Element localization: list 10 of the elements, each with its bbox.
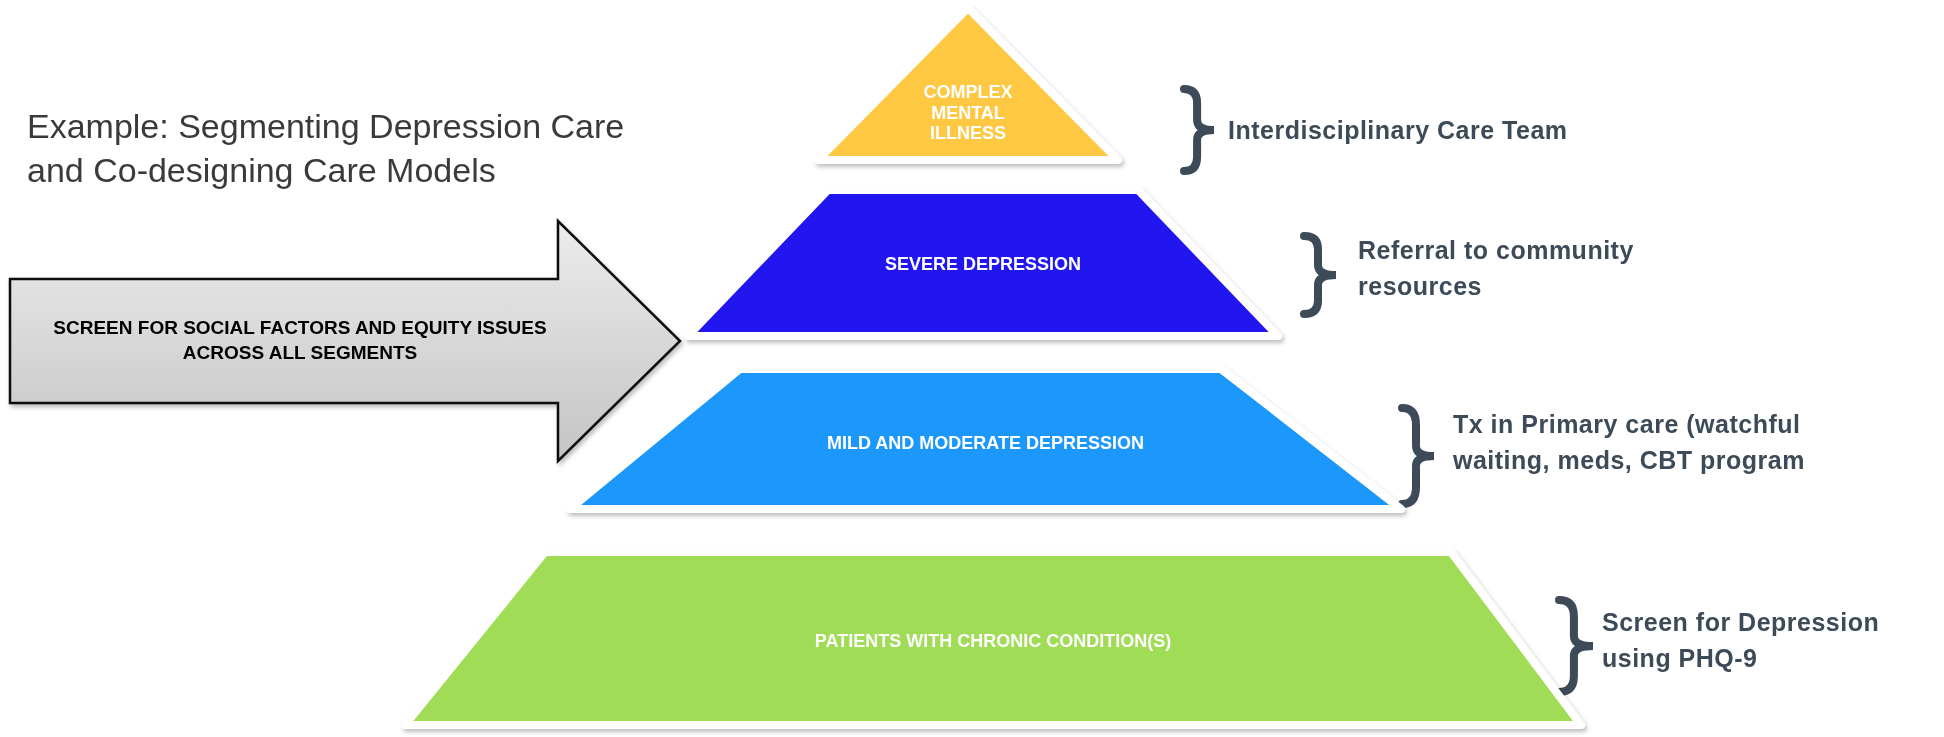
arrow-label: SCREEN FOR SOCIAL FACTORS AND EQUITY ISSUES ACROSS ALL SEGMENTS — [52, 316, 548, 365]
level-label: COMPLEX MENTAL ILLNESS — [922, 81, 1014, 145]
annotation-text: Tx in Primary care (watchful waiting, meds, CBT program — [1453, 409, 1806, 477]
annotation-text: Interdisciplinary Care Team — [1228, 115, 1569, 146]
level-label: SEVERE DEPRESSION — [884, 254, 1082, 276]
level-label: PATIENTS WITH CHRONIC CONDITION(S) — [814, 631, 1172, 653]
annotation-text: Referral to community resources — [1358, 235, 1635, 303]
level-label: MILD AND MODERATE DEPRESSION — [827, 433, 1144, 455]
subtitle-text: Example: Segmenting Depression Care and Co-designing Care Models — [27, 106, 626, 192]
annotation-text: Screen for Depression using PHQ-9 — [1602, 607, 1881, 675]
